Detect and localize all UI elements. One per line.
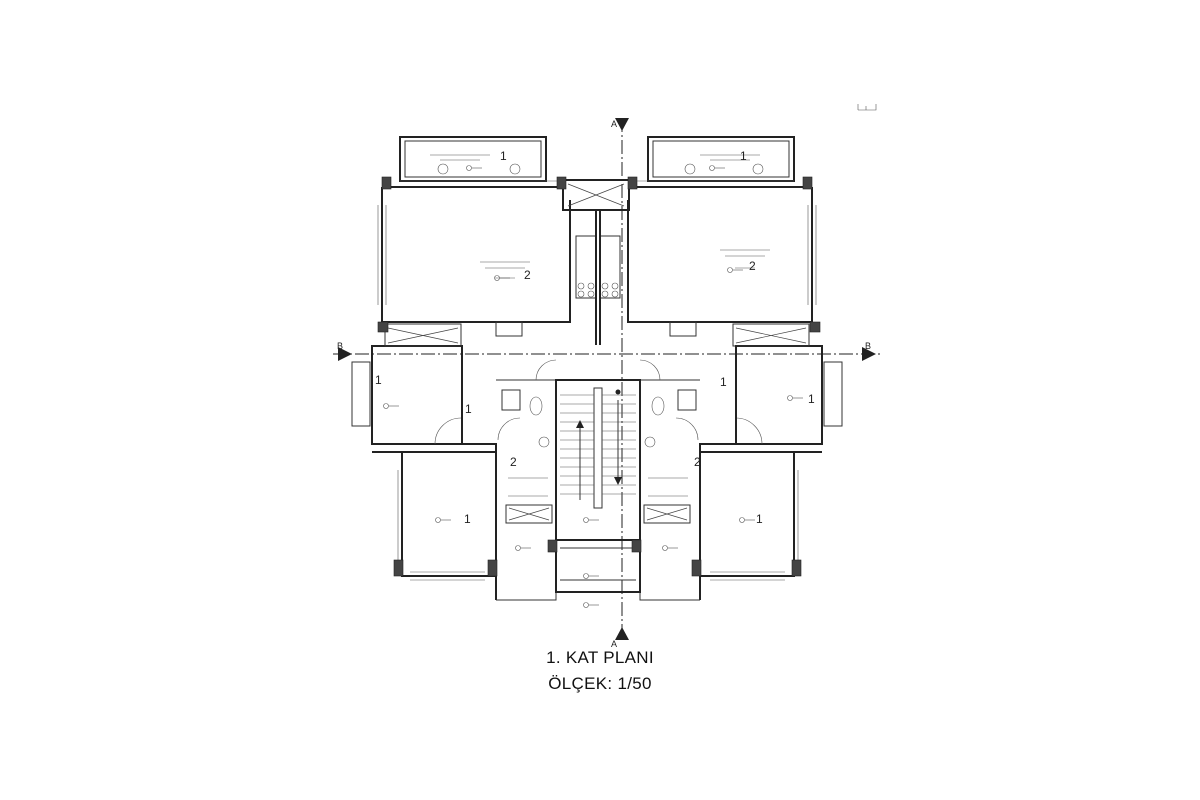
living-room-left [377,186,571,323]
room-number-bedroom-left-lower: 1 [464,512,471,526]
room-number-bedroom-right-lower: 1 [756,512,763,526]
section-marker-b-left: B [337,341,343,351]
room-number-bedroom-left-upper: 1 [375,373,382,387]
room-number-bath-left: 2 [510,455,517,469]
kitchen-shafts [495,179,697,345]
section-marker-a-top: A [611,119,617,129]
staircase [555,379,641,541]
corner-mark [857,104,877,111]
hall-bath-left [461,346,557,601]
bedroom-left-upper [351,323,463,445]
living-room-right [627,186,817,323]
drawing-title: 1. KAT PLANI [546,648,654,667]
room-number-bedroom-right-upper: 1 [808,392,815,406]
section-marker-b-right: B [865,341,871,351]
room-number-hall-left: 1 [465,402,472,416]
structural-columns [377,176,821,577]
bedroom-left-lower [372,451,497,581]
room-number-bath-right: 2 [694,455,701,469]
room-number-living-right: 2 [749,259,756,273]
balcony-right [634,136,795,182]
room-number-balcony-right: 1 [740,149,747,163]
bedroom-right-upper [732,323,843,445]
section-marker-a-bottom: A [611,639,617,649]
section-axis-b [333,347,880,361]
balcony-left [399,136,560,182]
level-markers [383,165,803,608]
room-number-balcony-left: 1 [500,149,507,163]
entrance-steps [555,540,641,593]
room-number-living-left: 2 [524,268,531,282]
drawing-scale: ÖLÇEK: 1/50 [548,674,652,693]
room-number-hall-right: 1 [720,375,727,389]
